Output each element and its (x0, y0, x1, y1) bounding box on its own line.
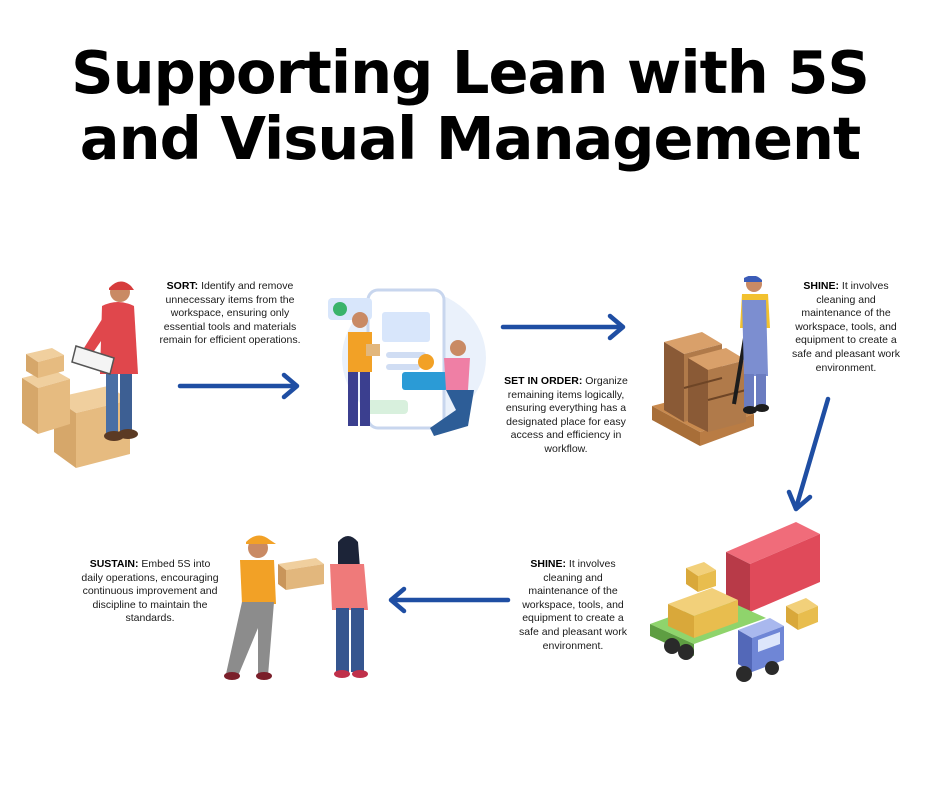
title-line-2: and Visual Management (79, 104, 861, 173)
sort-worker-illustration (22, 281, 138, 468)
step-shine-text-bottom: SHINE: It involves cleaning and maintena… (512, 558, 634, 653)
step-set-in-order-text: SET IN ORDER: Organize remaining items l… (496, 375, 636, 457)
sustain-handover-illustration (224, 535, 368, 680)
step-shine-description-top: It involves cleaning and maintenance of … (792, 280, 900, 374)
step-sustain-description: Embed 5S into daily operations, encourag… (81, 558, 219, 625)
step-sort-text: SORT: Identify and remove unnecessary it… (150, 280, 310, 348)
step-sustain-text: SUSTAIN: Embed 5S into daily operations,… (80, 558, 220, 626)
step-shine-label-bottom: SHINE: (530, 558, 566, 570)
step-set-in-order-description: Organize remaining items logically, ensu… (505, 375, 628, 455)
shine-truck-illustration (650, 522, 820, 682)
step-sustain-label: SUSTAIN: (89, 558, 139, 570)
page-title: Supporting Lean with 5S and Visual Manag… (0, 40, 940, 172)
step-sort-description: Identify and remove unnecessary items fr… (159, 280, 301, 347)
shine-pallet-illustration (652, 276, 770, 446)
arrow-right-icon (500, 313, 626, 341)
arrow-down-icon (786, 396, 831, 512)
step-shine-text-top: SHINE: It involves cleaning and maintena… (785, 280, 907, 375)
title-line-1: Supporting Lean with 5S (71, 38, 870, 107)
step-set-in-order-label: SET IN ORDER: (504, 375, 583, 387)
arrow-left-icon (388, 586, 511, 614)
step-sort-label: SORT: (166, 280, 199, 292)
arrow-right-icon (177, 372, 300, 400)
step-shine-label-top: SHINE: (803, 280, 839, 292)
set-in-order-illustration (328, 288, 486, 436)
step-shine-description-bottom: It involves cleaning and maintenance of … (519, 558, 627, 652)
